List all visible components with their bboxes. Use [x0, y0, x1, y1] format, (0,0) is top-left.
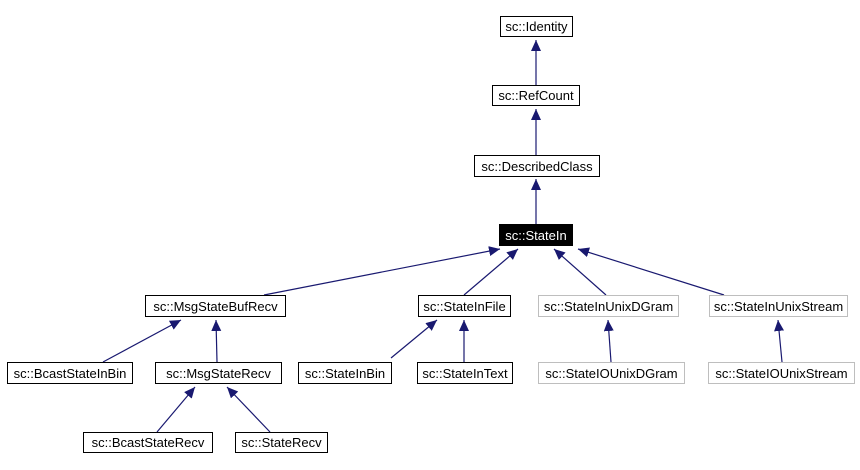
edge-stateiounixstream-to-stateinunixstream — [774, 319, 785, 363]
class-node-sc-identity[interactable]: sc::Identity — [500, 16, 573, 37]
class-node-sc-staterecv[interactable]: sc::StateRecv — [235, 432, 328, 453]
edge-stateinbin-to-stateinfile — [390, 319, 438, 359]
edge-bcaststaterecv-to-msgstaterecv — [156, 386, 196, 433]
class-node-sc-stateinfile[interactable]: sc::StateInFile — [418, 295, 511, 317]
edge-staterecv-to-msgstaterecv — [226, 386, 271, 433]
class-node-sc-msgstaterecv[interactable]: sc::MsgStateRecv — [155, 362, 282, 384]
class-node-sc-stateiounixdgram: sc::StateIOUnixDGram — [538, 362, 685, 384]
edge-msgstaterecv-to-msgstatebufrecv — [211, 319, 222, 363]
class-node-sc-describedclass[interactable]: sc::DescribedClass — [474, 155, 600, 177]
class-node-sc-bcaststaterecv[interactable]: sc::BcastStateRecv — [83, 432, 213, 453]
edge-stateiounixdgram-to-stateinunixdgram — [603, 319, 614, 363]
class-node-sc-bcaststateinbin[interactable]: sc::BcastStateInBin — [7, 362, 133, 384]
edge-stateinfile-to-statein — [463, 248, 519, 296]
edge-stateinunixdgram-to-statein — [553, 248, 607, 296]
class-node-sc-refcount[interactable]: sc::RefCount — [492, 85, 580, 106]
class-node-sc-statein-current: sc::StateIn — [499, 224, 573, 246]
edge-msgstatebufrecv-to-statein — [263, 246, 501, 296]
class-node-sc-stateintext[interactable]: sc::StateInText — [417, 362, 513, 384]
class-node-sc-stateinbin[interactable]: sc::StateInBin — [298, 362, 392, 384]
class-node-sc-stateiounixstream: sc::StateIOUnixStream — [708, 362, 855, 384]
class-node-sc-stateinunixstream: sc::StateInUnixStream — [709, 295, 848, 317]
class-node-sc-stateinunixdgram: sc::StateInUnixDGram — [538, 295, 679, 317]
edge-stateinunixstream-to-statein — [577, 247, 725, 296]
edge-bcaststateinbin-to-msgstatebufrecv — [102, 319, 182, 363]
class-node-sc-msgstatebufrecv[interactable]: sc::MsgStateBufRecv — [145, 295, 286, 317]
